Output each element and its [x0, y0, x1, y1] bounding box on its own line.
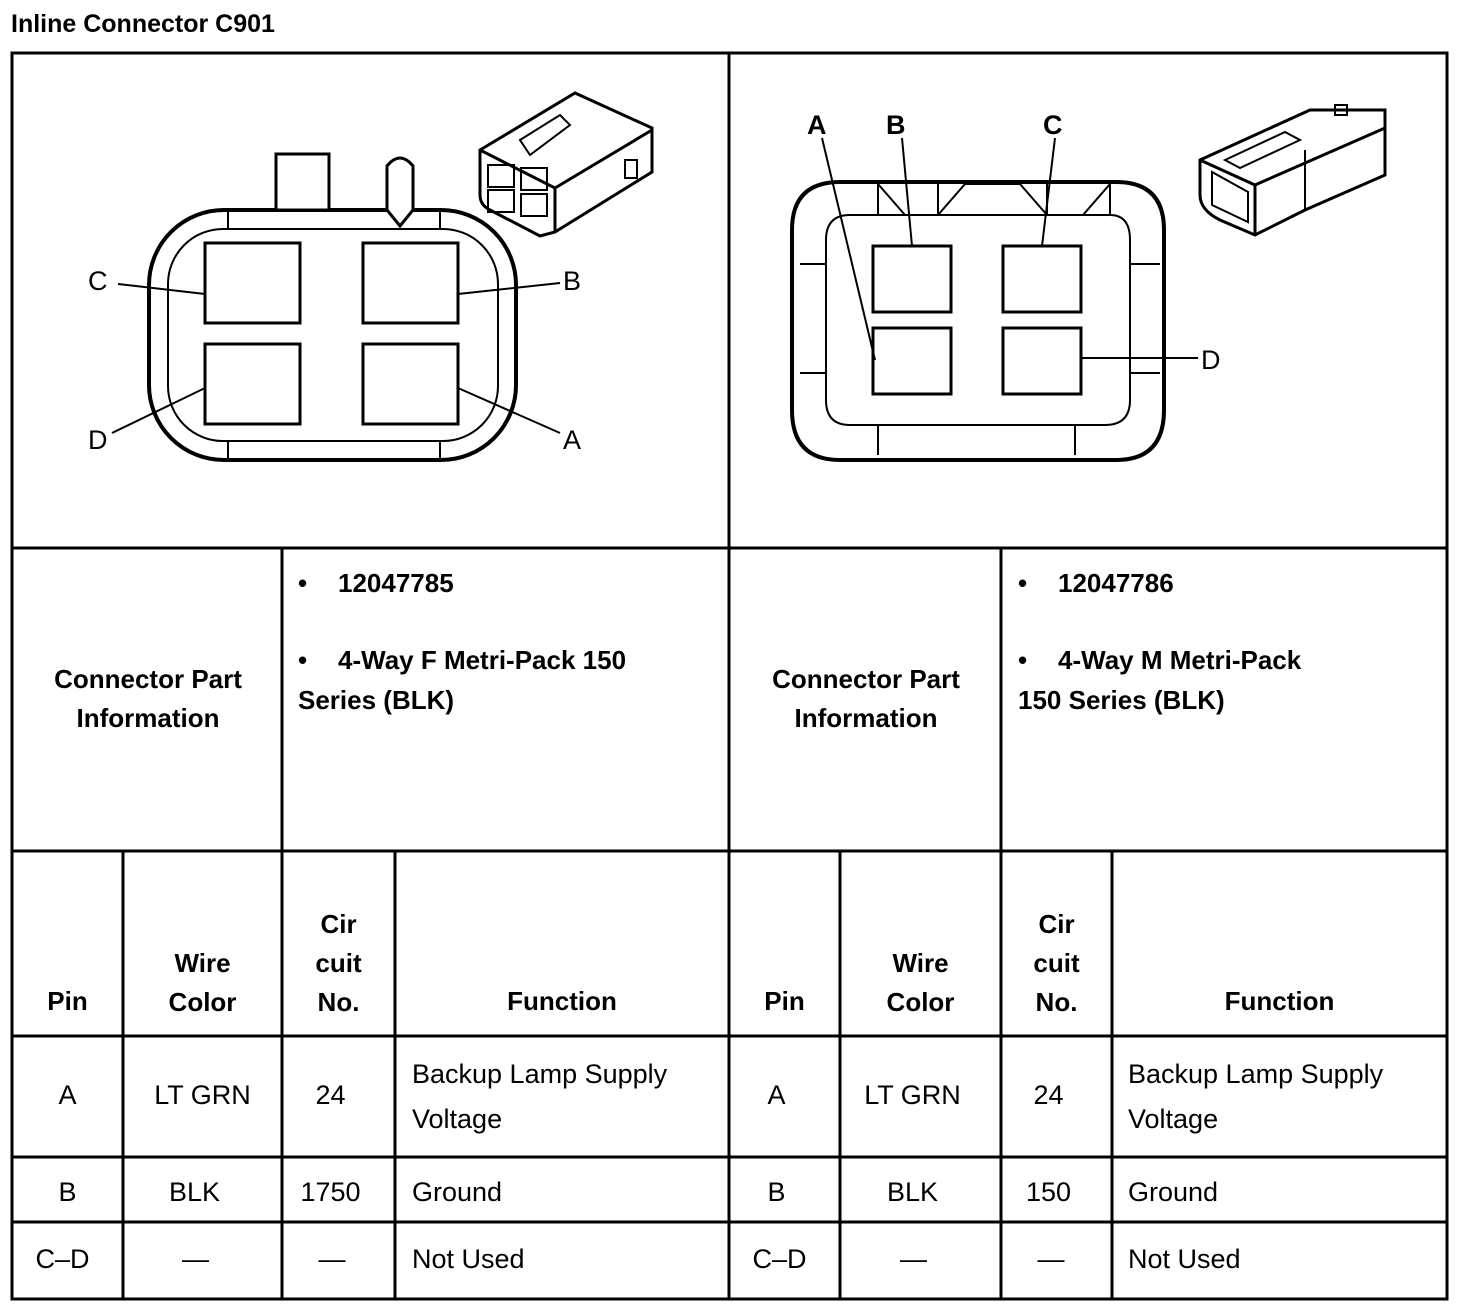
left-part-description: •4-Way F Metri-Pack 150 Series (BLK)	[298, 645, 627, 715]
right-row-b-circuit: 150	[1025, 1177, 1072, 1207]
left-row-b-function: Ground	[412, 1177, 503, 1207]
right-row-b-function: Ground	[1128, 1177, 1219, 1207]
left-part-info-label: Connector Part Information	[54, 664, 242, 733]
left-row-b-pin: B	[58, 1177, 77, 1207]
right-row-b-pin: B	[767, 1177, 786, 1207]
left-label-b: B	[563, 266, 582, 296]
table-lines	[10, 51, 1449, 1301]
right-part-description: •4-Way M Metri-Pack 150 Series (BLK)	[1018, 645, 1302, 715]
right-label-c: C	[1043, 110, 1063, 140]
right-label-b: B	[886, 110, 906, 140]
left-header-function: Function	[507, 986, 617, 1016]
left-row-cd-color: —	[182, 1244, 209, 1274]
right-row-a-circuit: 24	[1033, 1080, 1064, 1110]
male-connector-face	[790, 180, 1166, 462]
right-row-cd-pin: C–D	[752, 1244, 807, 1274]
left-label-a: A	[563, 425, 582, 455]
right-part-info-label: Connector Part Information	[772, 664, 960, 733]
right-header-function: Function	[1224, 986, 1335, 1016]
left-row-b-color: BLK	[168, 1177, 221, 1207]
left-label-d: D	[88, 425, 108, 455]
right-row-a-pin: A	[767, 1080, 786, 1110]
left-row-a-pin: A	[58, 1080, 77, 1110]
right-header-pin: Pin	[764, 986, 805, 1016]
left-row-cd-pin: C–D	[35, 1244, 90, 1274]
female-connector-leaders	[111, 282, 561, 434]
right-row-cd-color: —	[900, 1244, 927, 1274]
left-header-pin: Pin	[47, 986, 88, 1016]
left-row-a-circuit: 24	[315, 1080, 346, 1110]
female-connector-iso	[478, 91, 654, 238]
right-part-number: •12047786	[1018, 568, 1174, 598]
female-connector-face	[147, 152, 518, 462]
male-connector-iso	[1198, 104, 1387, 237]
right-row-cd-circuit: —	[1037, 1244, 1065, 1274]
male-connector-leaders	[821, 137, 1198, 361]
left-part-number: •12047785	[298, 568, 454, 598]
right-row-a-color: LT GRN	[864, 1080, 961, 1110]
page-title: Inline Connector C901	[11, 10, 275, 38]
right-row-cd-function: Not Used	[1128, 1244, 1241, 1274]
right-label-d: D	[1201, 345, 1221, 375]
left-row-a-color: LT GRN	[154, 1080, 251, 1110]
left-label-c: C	[88, 266, 108, 296]
left-row-cd-function: Not Used	[412, 1244, 525, 1274]
right-label-a: A	[807, 110, 827, 140]
right-row-b-color: BLK	[886, 1177, 939, 1207]
left-row-cd-circuit: —	[318, 1244, 346, 1274]
left-row-b-circuit: 1750	[300, 1177, 361, 1207]
